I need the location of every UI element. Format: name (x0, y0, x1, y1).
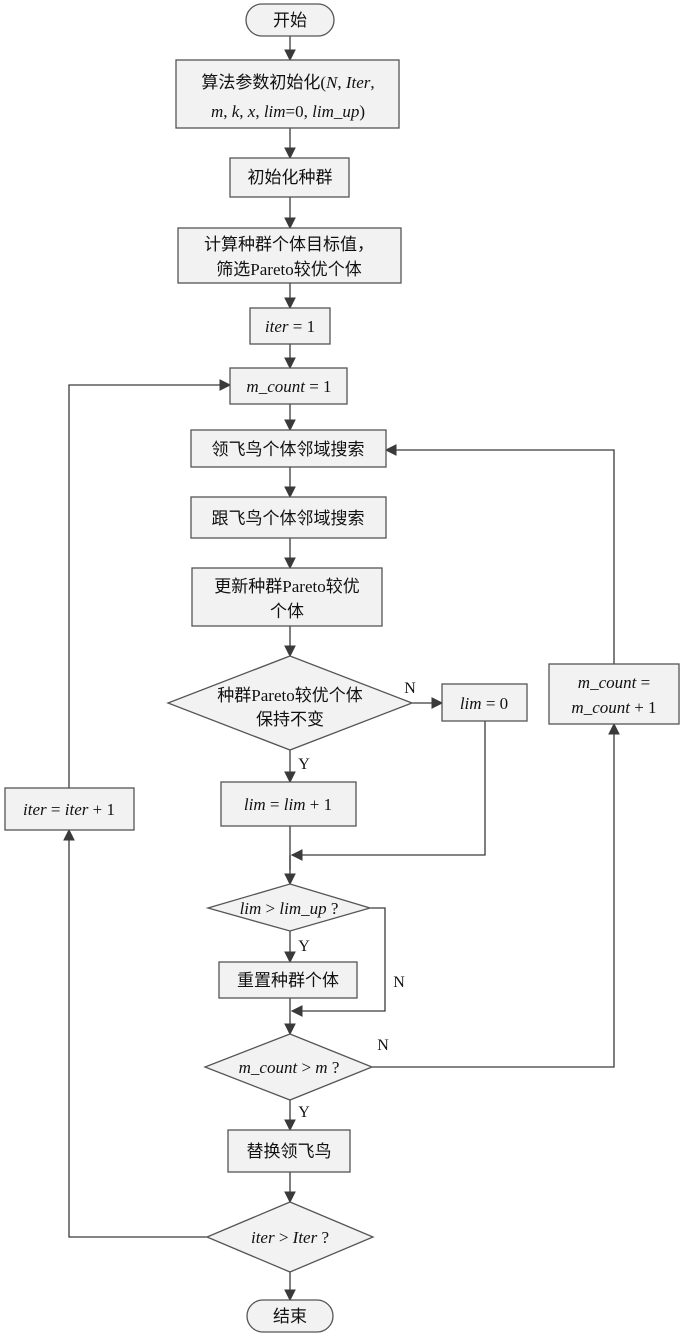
node-decision-lim-label: lim > lim_up ? (240, 899, 339, 918)
node-decision-unchanged: 种群Pareto较优个体 保持不变 (168, 656, 412, 750)
node-decision-mcount-label: m_count > m ? (239, 1058, 340, 1077)
node-reset-pop-label: 重置种群个体 (237, 971, 339, 990)
node-follower-search-label: 跟飞鸟个体邻域搜索 (212, 509, 365, 528)
node-reset-pop: 重置种群个体 (219, 962, 357, 998)
node-mcount-init: m_count = 1 (230, 368, 347, 404)
node-decision-iter-label: iter > Iter ? (251, 1228, 329, 1247)
node-calc: 计算种群个体目标值， 筛选Pareto较优个体 (178, 228, 401, 283)
edge-label-mcount-yes: Y (298, 1104, 310, 1121)
node-mcount-init-label: m_count = 1 (246, 377, 331, 396)
edge-deciter-no-to-iterinc (69, 830, 207, 1237)
node-update-pareto: 更新种群Pareto较优 个体 (192, 568, 382, 626)
node-follower-search: 跟飞鸟个体邻域搜索 (191, 497, 386, 538)
node-init-params-line2: m, k, x, lim=0, lim_up) (211, 102, 365, 121)
node-mcount-inc-line2: m_count + 1 (571, 698, 656, 717)
node-mcount-inc-line1: m_count = (578, 673, 650, 692)
node-replace-leader-label: 替换领飞鸟 (247, 1142, 332, 1161)
node-decision-unchanged-line2: 保持不变 (256, 710, 324, 729)
node-iter-inc: iter = iter + 1 (5, 788, 134, 830)
edge-label-mcount-no: N (377, 1037, 389, 1054)
node-leader-search-label: 领飞鸟个体邻域搜索 (212, 440, 365, 459)
edges (69, 36, 614, 1300)
edge-decmcount-no-to-mcountinc (372, 724, 614, 1067)
node-iter-init-label: iter = 1 (265, 317, 315, 336)
node-update-pareto-line2: 个体 (270, 602, 304, 621)
node-lim-zero-label: lim = 0 (460, 694, 508, 713)
node-lim-zero: lim = 0 (442, 684, 527, 721)
node-start: 开始 (246, 4, 334, 36)
node-decision-mcount: m_count > m ? (205, 1034, 372, 1100)
edge-label-lim-no: N (393, 974, 405, 991)
node-init-params: 算法参数初始化(N, Iter, m, k, x, lim=0, lim_up) (176, 60, 399, 128)
node-decision-iter: iter > Iter ? (207, 1202, 373, 1272)
node-lim-inc: lim = lim + 1 (221, 782, 356, 826)
node-start-label: 开始 (273, 11, 307, 30)
node-leader-search: 领飞鸟个体邻域搜索 (191, 430, 386, 467)
edge-label-unchanged-no: N (404, 680, 416, 697)
node-calc-line2: 筛选Pareto较优个体 (216, 260, 361, 279)
node-calc-line1: 计算种群个体目标值， (204, 235, 374, 254)
node-init-pop: 初始化种群 (230, 158, 349, 197)
node-init-pop-label: 初始化种群 (248, 168, 333, 187)
node-iter-init: iter = 1 (250, 308, 330, 344)
node-decision-lim: lim > lim_up ? (208, 884, 370, 931)
node-replace-leader: 替换领飞鸟 (228, 1130, 350, 1172)
node-iter-inc-label: iter = iter + 1 (23, 800, 115, 819)
edge-label-lim-yes: Y (298, 938, 310, 955)
node-lim-inc-label: lim = lim + 1 (244, 795, 332, 814)
node-init-params-line1: 算法参数初始化(N, Iter, (201, 73, 374, 92)
node-update-pareto-line1: 更新种群Pareto较优 (214, 577, 359, 596)
edge-mcountinc-to-leader (386, 450, 614, 664)
node-decision-unchanged-line1: 种群Pareto较优个体 (217, 686, 362, 705)
node-end: 结束 (247, 1300, 333, 1332)
node-mcount-inc: m_count = m_count + 1 (549, 664, 679, 724)
edge-label-unchanged-yes: Y (298, 756, 310, 773)
node-end-label: 结束 (273, 1307, 307, 1326)
